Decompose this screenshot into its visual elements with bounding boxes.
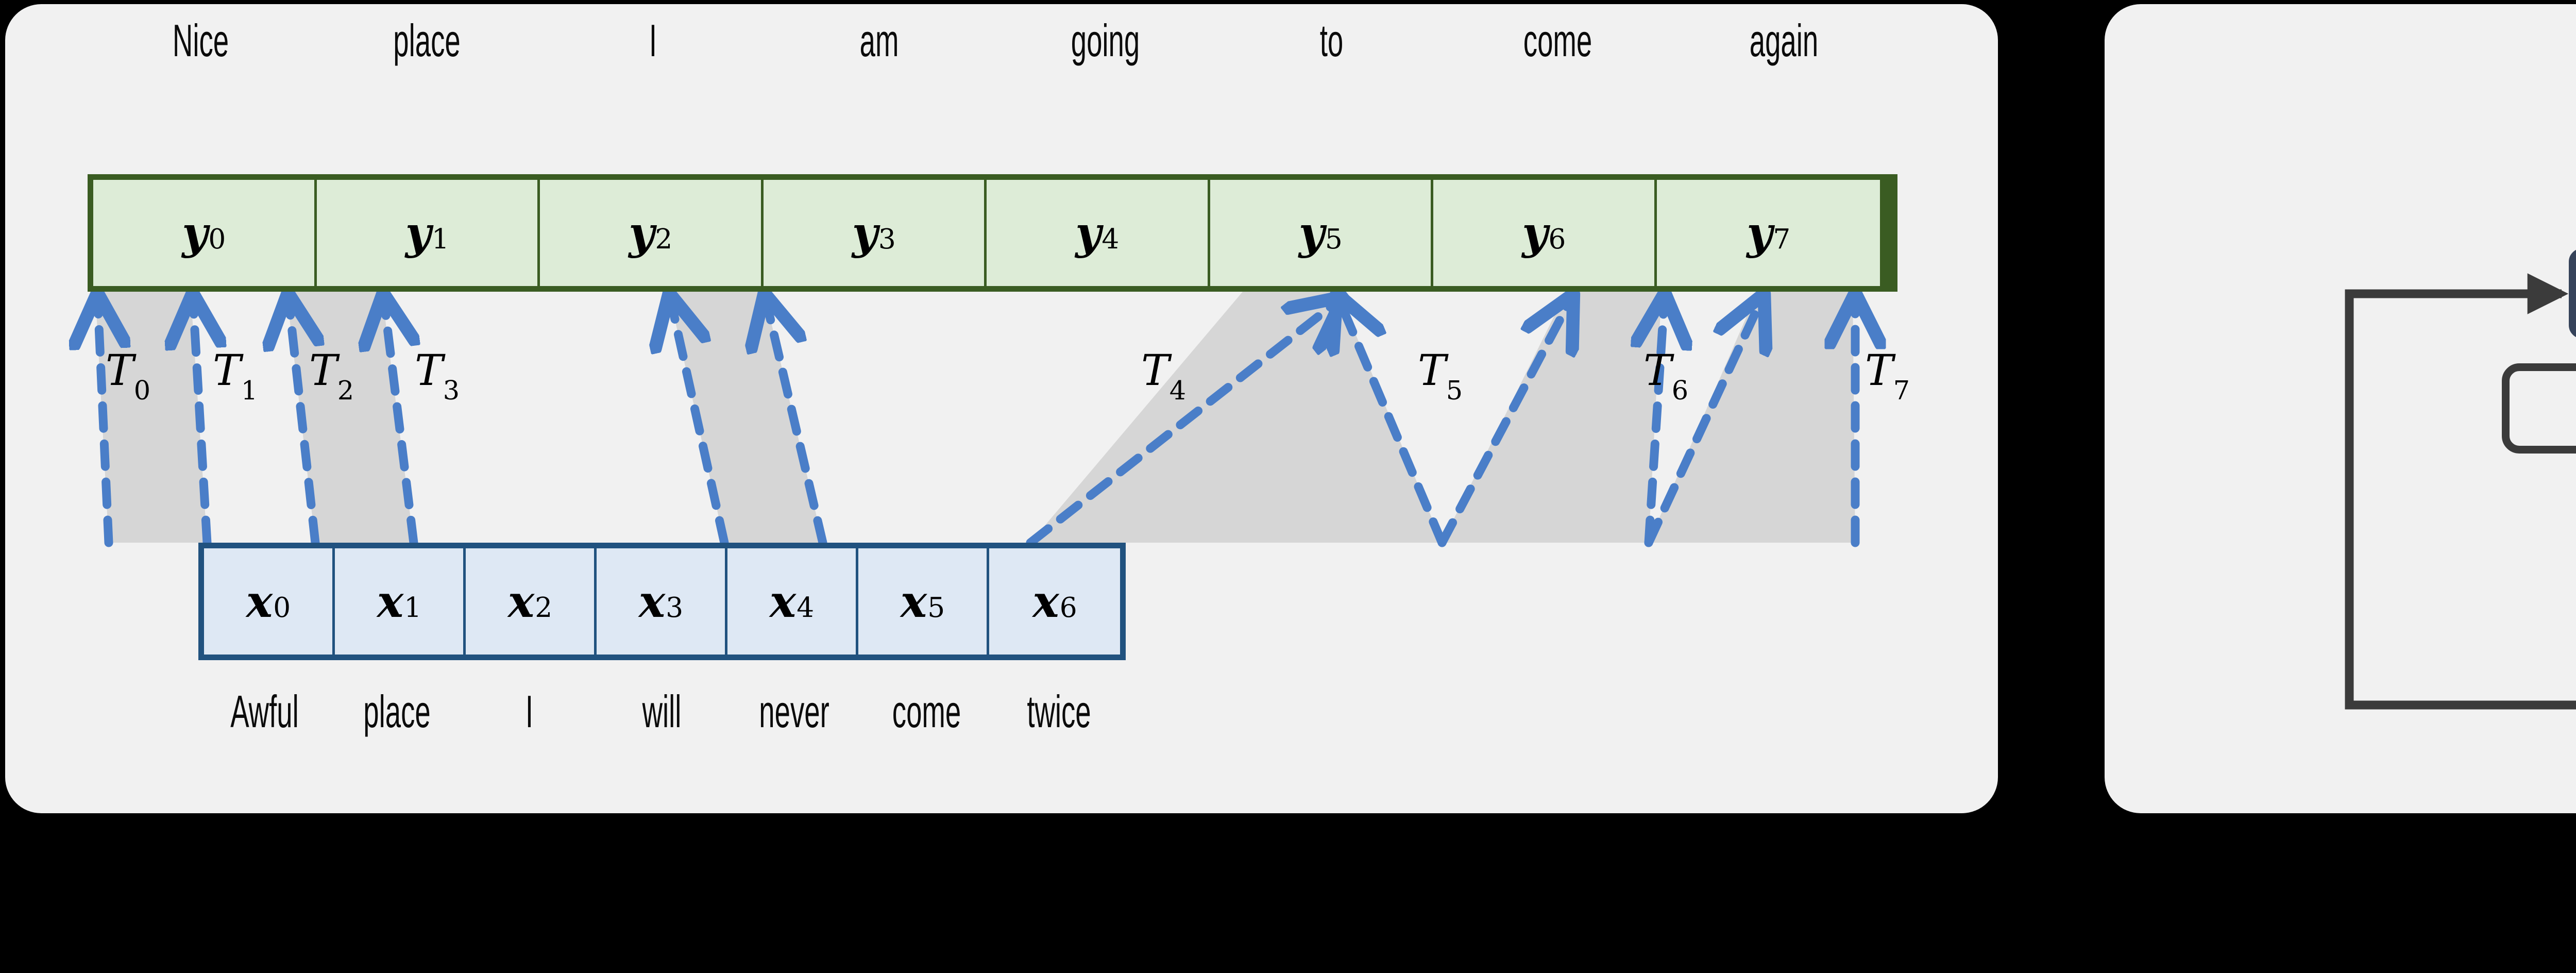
attention-block-panel bbox=[2105, 4, 2576, 813]
transition-label-T0: T0 bbox=[106, 346, 151, 406]
source-word: will bbox=[642, 686, 682, 737]
alignment-arrow bbox=[98, 303, 1855, 547]
transition-label-T1: T1 bbox=[213, 346, 258, 406]
transition-label-T6: T6 bbox=[1643, 346, 1689, 406]
block-self-attention[interactable]: Self-Attention bbox=[2502, 363, 2576, 454]
alignment-arrows-layer bbox=[0, 0, 2009, 547]
target-sentence-row: Nice place I am going to come again bbox=[88, 14, 1897, 67]
source-sentence-row: Awful place I will never come twice bbox=[198, 685, 1126, 738]
transition-label-T3: T3 bbox=[415, 346, 460, 406]
target-word: again bbox=[1749, 15, 1819, 66]
source-word: never bbox=[759, 686, 829, 737]
block-add-norm[interactable]: Add&Norm bbox=[2569, 248, 2576, 339]
target-word: going bbox=[1071, 15, 1140, 66]
connector bbox=[2345, 273, 2576, 710]
source-word: place bbox=[363, 686, 431, 737]
target-word: am bbox=[859, 15, 899, 66]
source-word: twice bbox=[1027, 686, 1091, 737]
source-word: Awful bbox=[230, 686, 299, 737]
target-word: I bbox=[649, 15, 657, 66]
transition-label-T4: T4 bbox=[1141, 346, 1187, 406]
source-word: I bbox=[525, 686, 534, 737]
target-word: Nice bbox=[172, 15, 229, 66]
target-word: place bbox=[393, 15, 461, 66]
transition-label-T5: T5 bbox=[1418, 346, 1463, 406]
target-word: come bbox=[1523, 15, 1592, 66]
target-word: to bbox=[1319, 15, 1344, 66]
source-word: come bbox=[892, 686, 961, 737]
transition-label-T7: T7 bbox=[1865, 346, 1910, 406]
transition-label-T2: T2 bbox=[309, 346, 354, 406]
